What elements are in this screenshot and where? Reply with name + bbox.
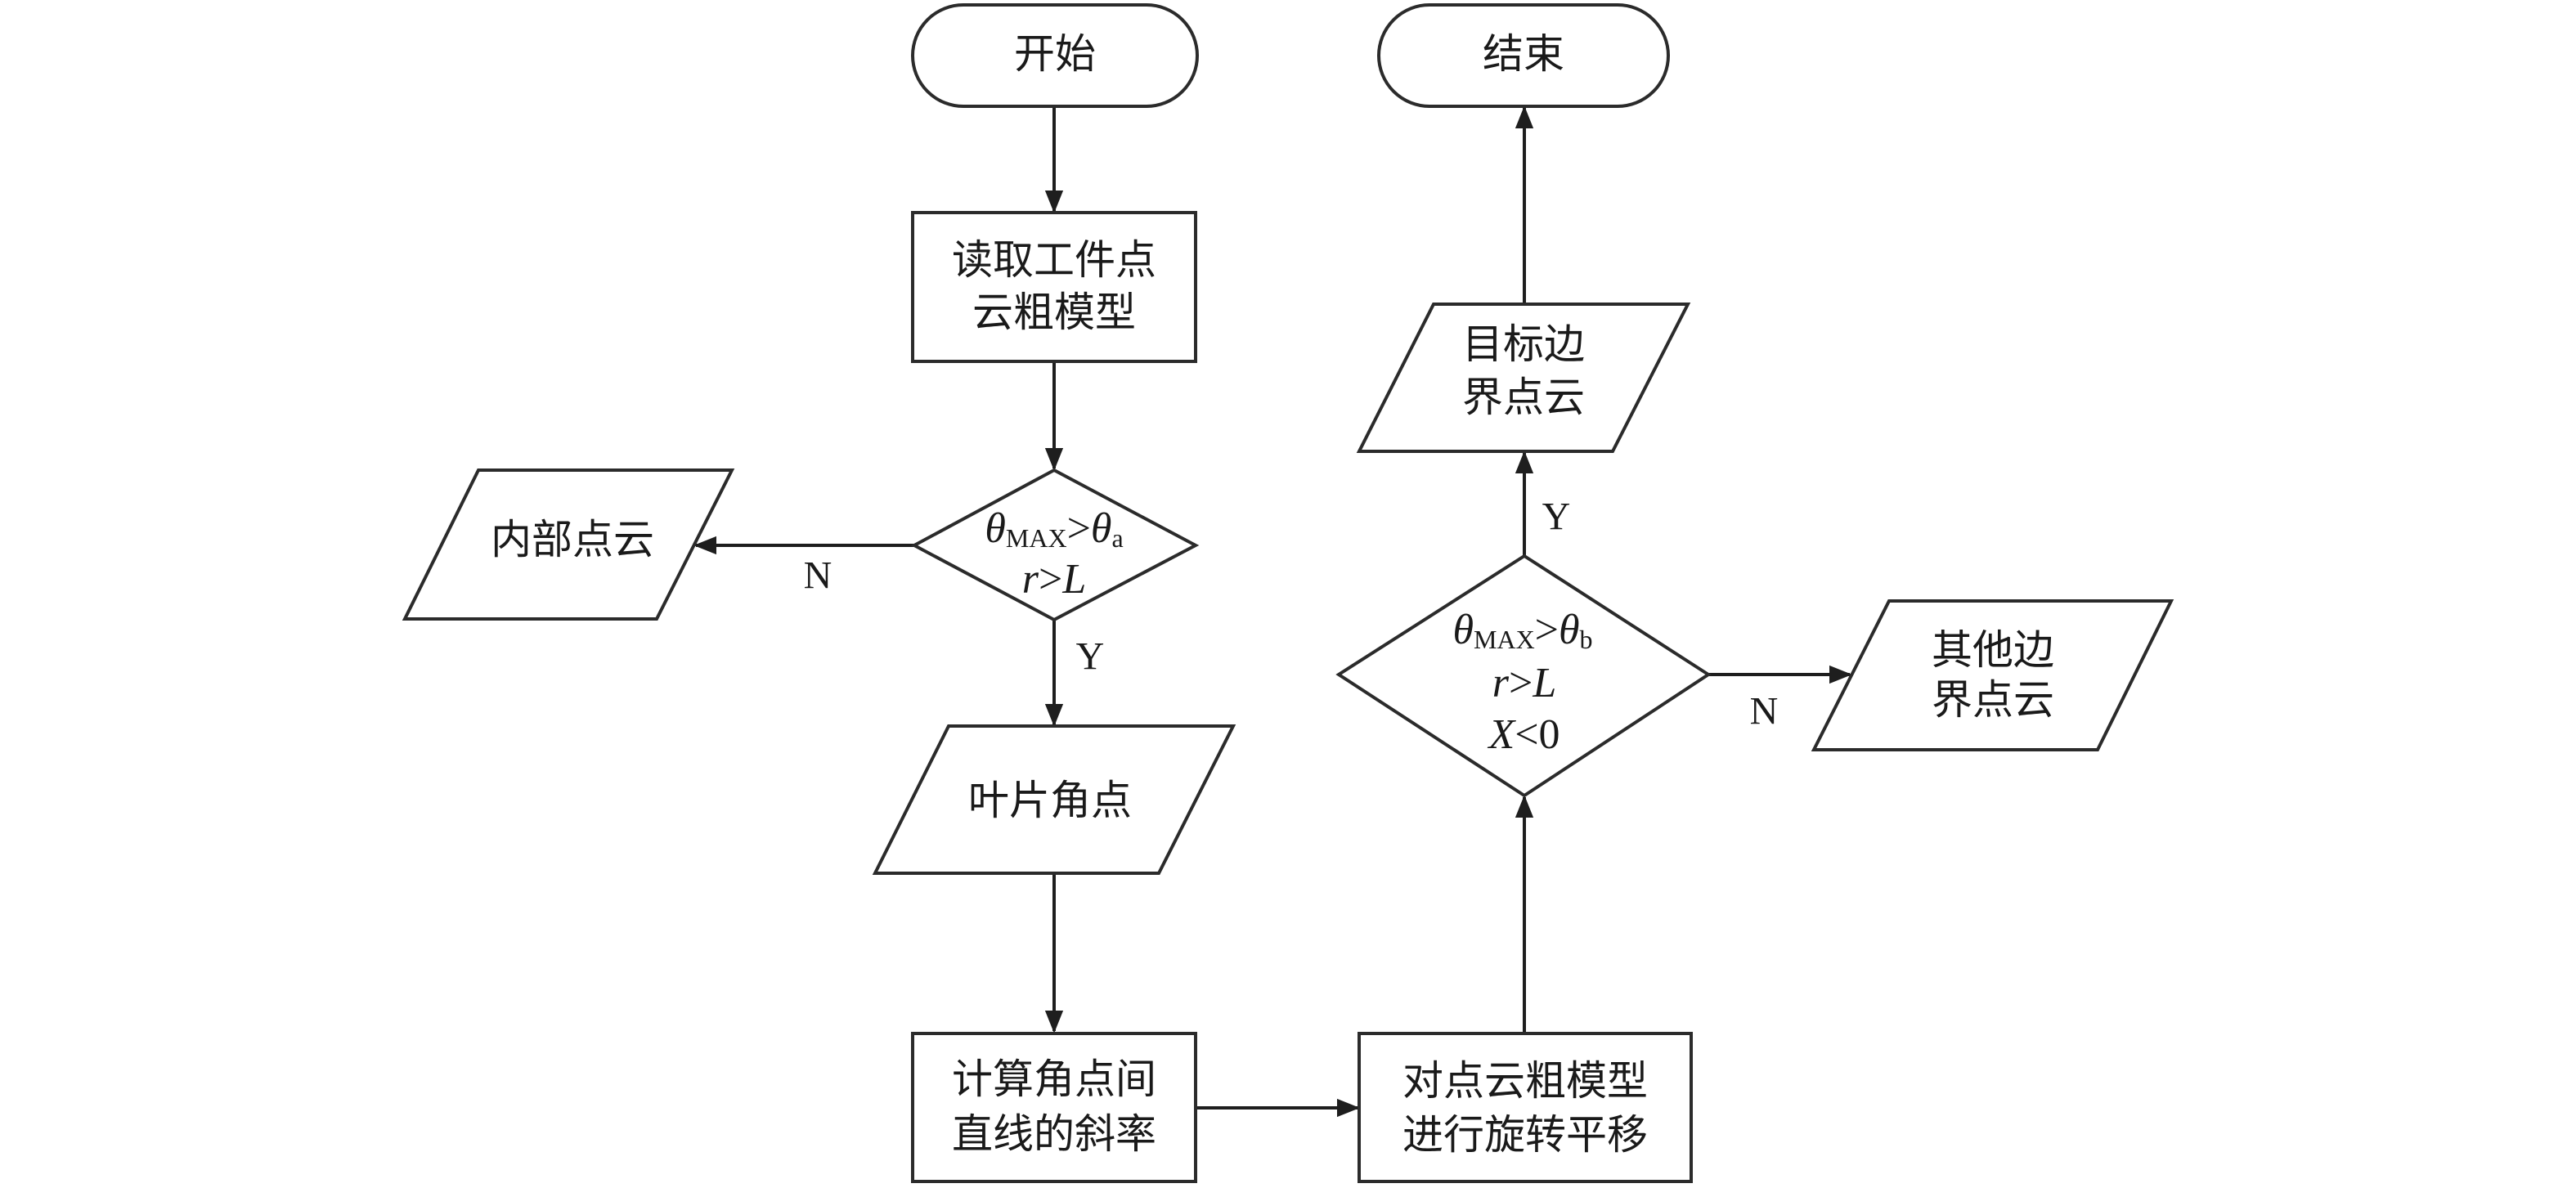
node-internal-cloud: 内部点云 <box>402 468 735 621</box>
node-blade-corners: 叶片角点 <box>872 724 1236 875</box>
var-r: r <box>1492 660 1510 706</box>
var-l: L <box>1532 660 1556 706</box>
edge-label-decision-a-yes: Y <box>1076 635 1105 679</box>
node-target-boundary-line-2: 界点云 <box>1462 374 1585 421</box>
node-read-model: 读取工件点 云粗模型 <box>911 211 1197 363</box>
process-shape <box>911 211 1197 363</box>
node-end-label: 结束 <box>1483 30 1564 78</box>
var-r: r <box>1022 556 1039 603</box>
theta-symbol: θ <box>1559 607 1580 653</box>
node-compute-slope-line-1: 计算角点间 <box>952 1056 1156 1103</box>
decision-b-condition-1: θMAX>θb <box>1452 607 1592 655</box>
theta-symbol: θ <box>1091 505 1112 552</box>
decision-a-condition-2: r>L <box>1022 556 1087 603</box>
edge-label-decision-b-no: N <box>1750 690 1779 733</box>
subscript-max: MAX <box>1474 625 1535 654</box>
var-l: L <box>1061 556 1086 603</box>
process-shape <box>911 1032 1197 1183</box>
process-shape <box>1358 1032 1693 1183</box>
decision-b-condition-3: X<0 <box>1487 711 1560 758</box>
node-target-boundary: 目标边 界点云 <box>1356 303 1691 453</box>
value-zero: 0 <box>1539 711 1560 758</box>
node-compute-slope: 计算角点间 直线的斜率 <box>911 1032 1197 1183</box>
operator: < <box>1515 711 1538 758</box>
operator: > <box>1067 505 1091 552</box>
theta-symbol: θ <box>985 505 1006 552</box>
theta-symbol: θ <box>1452 607 1474 653</box>
node-decision-a: θMAX>θa r>L <box>910 468 1200 622</box>
node-internal-cloud-label: 内部点云 <box>491 516 654 563</box>
node-start-label: 开始 <box>1014 30 1096 78</box>
node-read-model-line-2: 云粗模型 <box>972 289 1136 336</box>
node-decision-b: θMAX>θb r>L X<0 <box>1335 554 1712 798</box>
decision-a-condition-1: θMAX>θa <box>985 505 1123 554</box>
node-rotate-translate: 对点云粗模型 进行旋转平移 <box>1358 1032 1693 1183</box>
edge-label-decision-b-yes: Y <box>1542 495 1571 539</box>
io-shape <box>1356 303 1691 453</box>
decision-b-condition-2: r>L <box>1492 660 1557 706</box>
terminator-shape <box>1377 3 1670 108</box>
node-other-boundary-line-2: 界点云 <box>1932 676 2054 724</box>
edge-label-decision-a-no: N <box>804 554 832 598</box>
node-read-model-line-1: 读取工件点 <box>952 236 1156 284</box>
io-shape <box>402 468 735 621</box>
operator: > <box>1535 607 1559 653</box>
node-rotate-translate-line-1: 对点云粗模型 <box>1402 1057 1648 1105</box>
node-other-boundary: 其他边 界点云 <box>1811 599 2174 751</box>
node-target-boundary-line-1: 目标边 <box>1462 321 1585 368</box>
subscript-b: b <box>1580 625 1593 654</box>
var-x: X <box>1487 711 1516 758</box>
node-compute-slope-line-2: 直线的斜率 <box>952 1110 1156 1158</box>
subscript-a: a <box>1111 523 1123 553</box>
node-blade-corners-label: 叶片角点 <box>968 777 1132 824</box>
terminator-shape <box>911 3 1199 108</box>
decision-shape <box>910 468 1200 622</box>
operator: > <box>1509 660 1533 706</box>
io-shape <box>1811 599 2174 751</box>
io-shape <box>872 724 1236 875</box>
subscript-max: MAX <box>1006 523 1067 553</box>
decision-shape <box>1335 554 1712 798</box>
node-other-boundary-line-1: 其他边 <box>1932 626 2054 674</box>
operator: > <box>1039 556 1062 603</box>
node-rotate-translate-line-2: 进行旋转平移 <box>1402 1111 1648 1159</box>
node-end: 结束 <box>1377 3 1670 108</box>
node-start: 开始 <box>911 3 1199 108</box>
